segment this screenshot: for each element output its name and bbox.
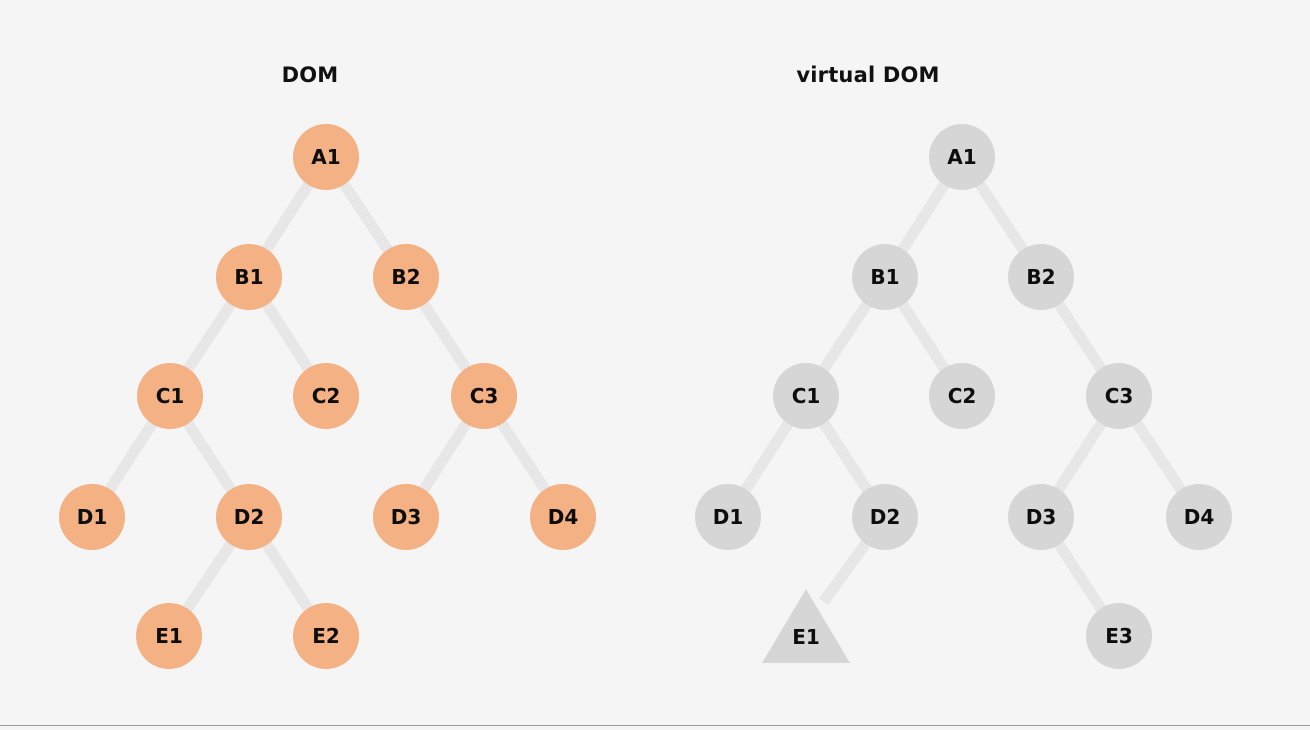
edge-dom-B2-C3 bbox=[417, 298, 473, 375]
node-label: C3 bbox=[1104, 384, 1134, 408]
edge-dom-A1-B2 bbox=[337, 178, 395, 256]
node-label: D2 bbox=[233, 505, 265, 529]
edge-virtual-dom-B2-C3 bbox=[1052, 298, 1108, 375]
edge-dom-D2-E1 bbox=[180, 537, 238, 616]
edge-virtual-dom-D3-E3 bbox=[1052, 538, 1108, 615]
node-label: C2 bbox=[311, 384, 341, 408]
edge-dom-C1-D2 bbox=[181, 417, 238, 496]
node-virtual-dom-D1[interactable]: D1 bbox=[695, 484, 761, 550]
node-label: B2 bbox=[1026, 265, 1056, 289]
node-label: D3 bbox=[390, 505, 422, 529]
node-dom-D2[interactable]: D2 bbox=[216, 484, 282, 550]
node-dom-C3[interactable]: C3 bbox=[451, 363, 517, 429]
node-label: D2 bbox=[869, 505, 901, 529]
node-label: E2 bbox=[312, 624, 340, 648]
edge-dom-B1-C2 bbox=[260, 298, 315, 375]
edge-virtual-dom-B1-C1 bbox=[817, 298, 874, 375]
node-dom-D4[interactable]: D4 bbox=[530, 484, 596, 550]
node-virtual-dom-D3[interactable]: D3 bbox=[1008, 484, 1074, 550]
node-label: D4 bbox=[1183, 505, 1215, 529]
node-label: C2 bbox=[947, 384, 977, 408]
node-label: A1 bbox=[311, 145, 341, 169]
panel-title-virtual-dom: virtual DOM bbox=[796, 63, 940, 87]
edge-dom-D2-E2 bbox=[260, 538, 315, 615]
edge-virtual-dom-C1-D1 bbox=[739, 417, 795, 496]
node-dom-B2[interactable]: B2 bbox=[373, 244, 439, 310]
node-virtual-dom-E1[interactable]: E1 bbox=[762, 589, 850, 663]
node-dom-D3[interactable]: D3 bbox=[373, 484, 439, 550]
node-label: C3 bbox=[469, 384, 499, 408]
node-virtual-dom-E3[interactable]: E3 bbox=[1086, 603, 1152, 669]
node-virtual-dom-D2[interactable]: D2 bbox=[852, 484, 918, 550]
node-label: E3 bbox=[1105, 624, 1133, 648]
node-label: C1 bbox=[155, 384, 185, 408]
node-virtual-dom-D4[interactable]: D4 bbox=[1166, 484, 1232, 550]
edge-virtual-dom-B1-C2 bbox=[896, 298, 951, 375]
edge-virtual-dom-C3-D3 bbox=[1052, 417, 1108, 496]
node-virtual-dom-B2[interactable]: B2 bbox=[1008, 244, 1074, 310]
node-virtual-dom-A1[interactable]: A1 bbox=[929, 124, 995, 190]
node-label: D4 bbox=[547, 505, 579, 529]
edge-dom-C1-D1 bbox=[103, 417, 159, 496]
node-label: D1 bbox=[712, 505, 744, 529]
node-virtual-dom-C1[interactable]: C1 bbox=[773, 363, 839, 429]
node-dom-E1[interactable]: E1 bbox=[136, 603, 202, 669]
edge-dom-C3-D3 bbox=[417, 417, 473, 496]
node-label: E1 bbox=[155, 624, 183, 648]
edge-virtual-dom-A1-B2 bbox=[973, 178, 1030, 256]
node-label: B1 bbox=[234, 265, 264, 289]
node-virtual-dom-C2[interactable]: C2 bbox=[929, 363, 995, 429]
node-virtual-dom-C3[interactable]: C3 bbox=[1086, 363, 1152, 429]
node-label: C1 bbox=[791, 384, 821, 408]
node-virtual-dom-B1[interactable]: B1 bbox=[852, 244, 918, 310]
node-dom-C1[interactable]: C1 bbox=[137, 363, 203, 429]
node-dom-A1[interactable]: A1 bbox=[293, 124, 359, 190]
node-dom-B1[interactable]: B1 bbox=[216, 244, 282, 310]
node-dom-E2[interactable]: E2 bbox=[293, 603, 359, 669]
node-label: E1 bbox=[792, 625, 820, 649]
edge-dom-C3-D4 bbox=[495, 417, 552, 496]
node-dom-D1[interactable]: D1 bbox=[59, 484, 125, 550]
edge-dom-A1-B1 bbox=[260, 178, 315, 256]
node-label: D1 bbox=[76, 505, 108, 529]
edge-virtual-dom-A1-B1 bbox=[896, 178, 951, 256]
node-dom-C2[interactable]: C2 bbox=[293, 363, 359, 429]
node-label: B2 bbox=[391, 265, 421, 289]
edge-virtual-dom-C1-D2 bbox=[817, 417, 874, 496]
node-label: A1 bbox=[947, 145, 977, 169]
edge-virtual-dom-C3-D4 bbox=[1130, 417, 1188, 496]
bottom-divider bbox=[0, 725, 1310, 726]
node-label: B1 bbox=[870, 265, 900, 289]
node-label: D3 bbox=[1025, 505, 1057, 529]
edge-dom-B1-C1 bbox=[181, 298, 238, 375]
panel-title-dom: DOM bbox=[281, 63, 339, 87]
triangle-icon bbox=[762, 589, 850, 663]
